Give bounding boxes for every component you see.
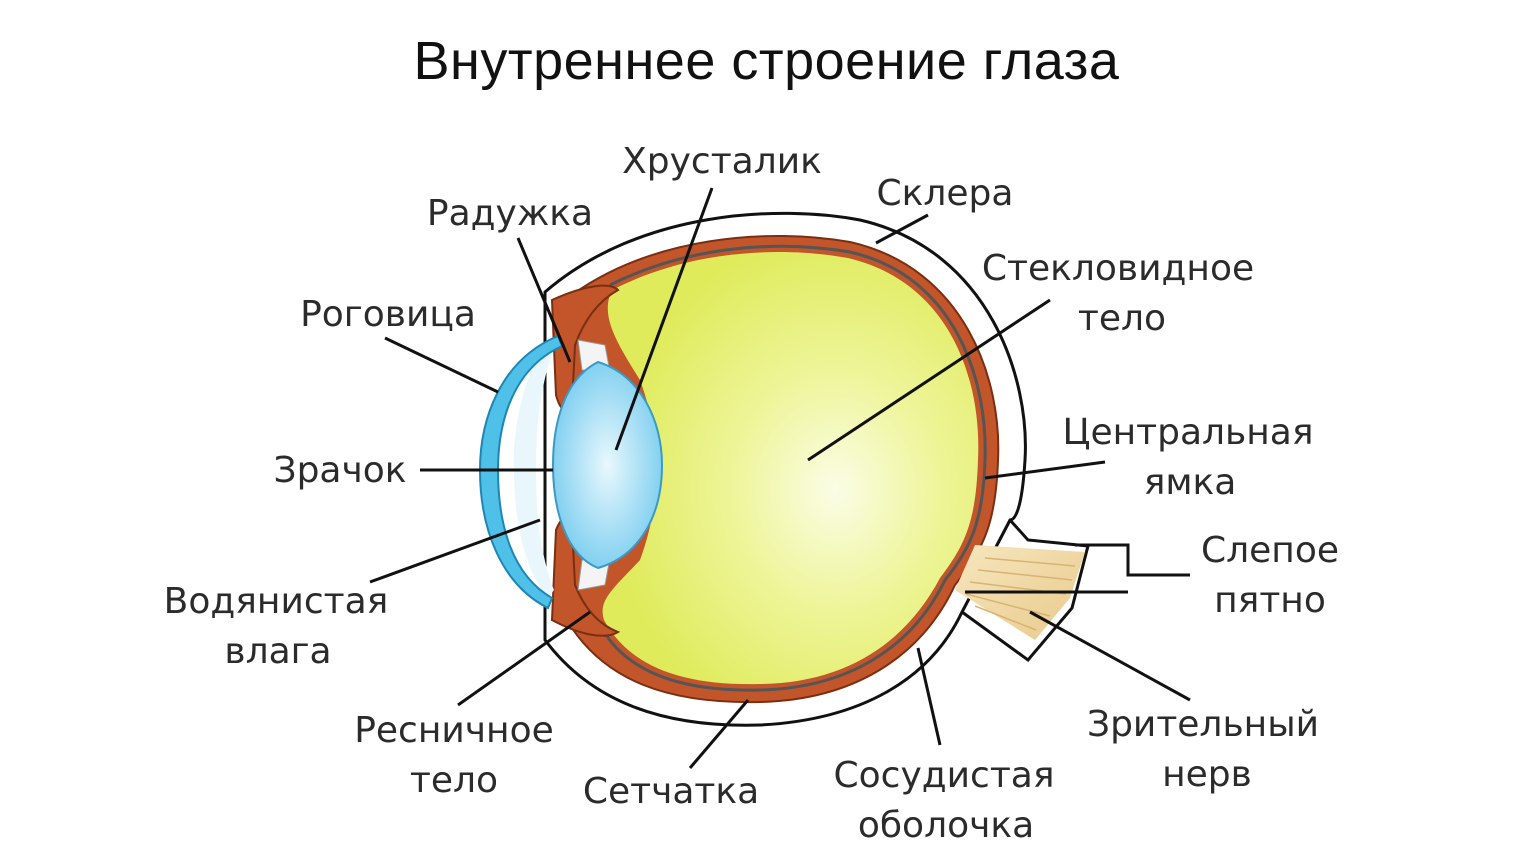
leader-lines [369, 187, 1191, 769]
anterior-chamber [513, 338, 556, 598]
lens [551, 360, 664, 570]
label-iris: Радужка [427, 193, 593, 234]
leader-choroid [916, 647, 942, 746]
leader-blind-spot [1075, 543, 1190, 577]
label-ciliary-line2: тело [410, 760, 498, 801]
label-pupil: Зрачок [273, 450, 406, 491]
label-vitreous-line2: тело [1078, 298, 1166, 339]
leader-iris [516, 237, 572, 363]
label-aqueous-line2: влага [224, 631, 331, 672]
label-ciliary-line1: Ресничное [354, 710, 554, 751]
leader-sclera [875, 213, 929, 245]
label-optic-nerve-line1: Зрительный [1087, 704, 1319, 745]
label-optic-nerve-line2: нерв [1162, 754, 1252, 795]
leader-fovea [984, 460, 1106, 480]
vitreous-body [602, 252, 979, 685]
leader-vitreous [807, 298, 1051, 462]
label-aqueous-line1: Водянистая [164, 581, 389, 622]
leader-ciliary [457, 610, 591, 707]
leader-aqueous [369, 518, 541, 584]
label-retina: Сетчатка [583, 771, 759, 812]
label-blind-spot-line2: пятно [1214, 580, 1326, 621]
label-sclera: Склера [877, 173, 1014, 214]
label-lens: Хрусталик [622, 141, 822, 182]
leader-retina [688, 699, 750, 769]
leader-cornea [384, 336, 499, 394]
page-title: Внутреннее строение глаза [413, 31, 1120, 91]
label-vitreous-line1: Стекловидное [982, 248, 1254, 289]
label-choroid-line1: Сосудистая [833, 755, 1054, 796]
label-fovea-line2: ямка [1144, 462, 1237, 503]
label-fovea-line1: Центральная [1063, 412, 1314, 453]
cornea [478, 334, 564, 610]
leader-lens [614, 187, 714, 451]
label-cornea: Роговица [300, 294, 476, 335]
leader-optic-nerve [1029, 610, 1191, 702]
label-choroid-line2: оболочка [858, 805, 1034, 846]
retina-layer [598, 244, 987, 692]
label-blind-spot-line1: Слепое [1201, 530, 1339, 571]
